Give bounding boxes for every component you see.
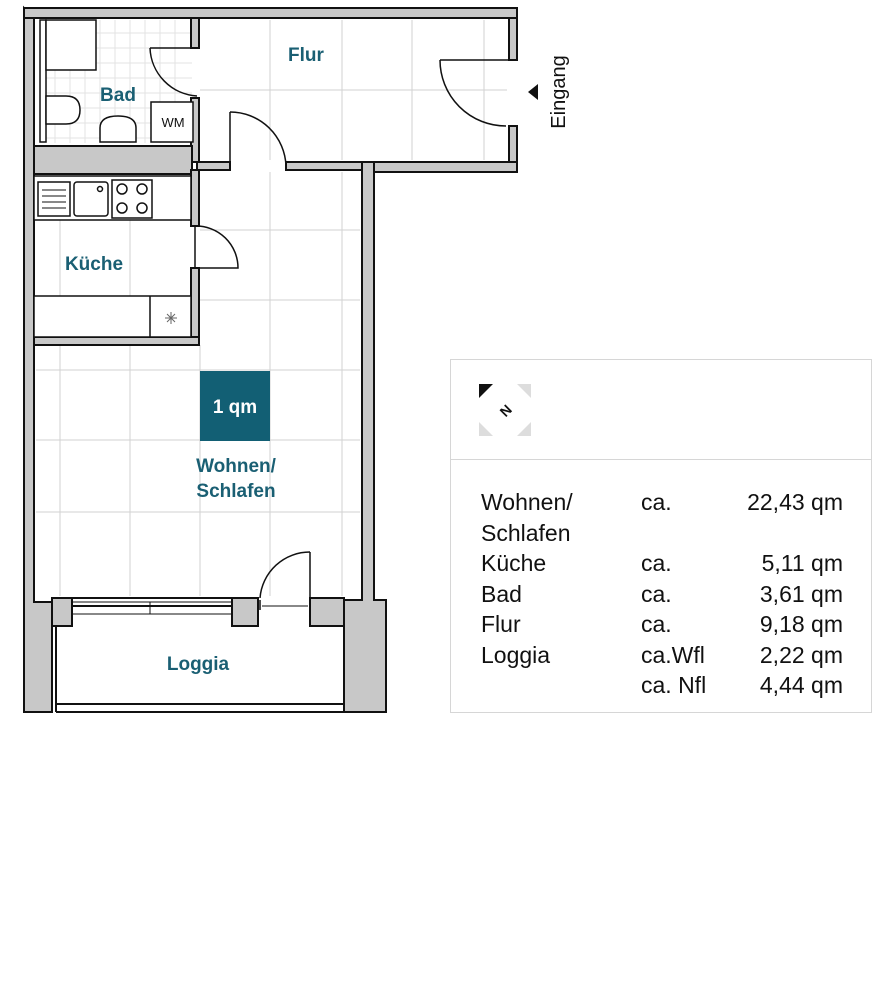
entrance-label: Eingang: [548, 55, 570, 128]
bath-fixtures: [39, 19, 194, 143]
washing-machine: [150, 101, 194, 143]
area-value: 4,44 qm: [759, 672, 843, 698]
room-label-flur: Flur: [288, 45, 324, 66]
area-value: 9,18 qm: [759, 611, 843, 637]
area-name: Loggia: [481, 641, 551, 668]
scale-square: [200, 371, 270, 441]
kitchen-fixtures: [33, 175, 192, 338]
area-ca: ca.Wfl: [641, 641, 705, 668]
balcony-door: [259, 551, 311, 610]
bath-door: [149, 47, 199, 97]
room-label-wohnen: Wohnen/: [196, 456, 277, 477]
area-row: Loggia ca.Wfl 2,22 qm: [481, 640, 843, 671]
kitchen-tile-grid: [59, 220, 131, 296]
area-name: Flur: [481, 611, 521, 637]
compass-letter: N: [497, 402, 515, 420]
washing-machine-label: WM: [161, 115, 184, 130]
room-label-bad: Bad: [100, 85, 136, 106]
area-row: Flur ca. 9,18 qm: [481, 609, 843, 640]
area-name: Bad: [481, 580, 522, 607]
area-name: Schlafen: [481, 519, 571, 546]
window-lines: [72, 601, 232, 615]
kitchen-door: [194, 225, 239, 269]
area-row: Bad ca. 3,61 qm: [481, 579, 843, 610]
area-value: [721, 518, 843, 549]
area-row: Wohnen/ca. 22,43 qm: [481, 487, 843, 518]
north-arrow-icon: N: [479, 384, 531, 436]
hall-tile-grid: [200, 20, 507, 160]
drainboard: [37, 181, 71, 217]
entrance-arrow-icon: [528, 84, 538, 100]
area-row: ca. Nfl 4,44 qm: [481, 670, 843, 701]
vent-icon: [165, 312, 177, 324]
room-label-schlafen: Schlafen: [196, 481, 275, 502]
area-ca: ca.: [641, 580, 672, 607]
washbasin: [99, 115, 137, 143]
area-ca: ca. Nfl: [641, 672, 707, 698]
area-name: Küche: [481, 550, 547, 576]
area-value: 5,11 qm: [761, 550, 843, 576]
area-row: Küche ca. 5,11 qm: [481, 548, 843, 579]
area-ca: ca.: [641, 611, 672, 637]
doors: [149, 47, 513, 610]
area-ca: ca.: [641, 489, 672, 515]
loggia-outline: [55, 626, 345, 713]
room-label-kueche: Küche: [65, 254, 123, 275]
shower-tray: [45, 19, 97, 71]
hall-door: [229, 111, 287, 167]
panel-divider: [451, 459, 871, 460]
area-name: Wohnen/: [481, 489, 573, 515]
area-value: 22,43 qm: [747, 489, 843, 515]
area-row: Schlafen: [481, 518, 843, 549]
area-value: 3,61 qm: [759, 580, 843, 607]
entrance-door: [439, 59, 513, 127]
scale-label: 1 qm: [213, 397, 257, 418]
area-name: [481, 670, 641, 701]
area-ca: ca.: [641, 550, 672, 576]
toilet: [45, 95, 81, 125]
area-ca: [641, 518, 721, 549]
room-label-loggia: Loggia: [167, 654, 230, 675]
kitchen-sink: [73, 181, 109, 217]
area-value: 2,22 qm: [759, 641, 843, 668]
